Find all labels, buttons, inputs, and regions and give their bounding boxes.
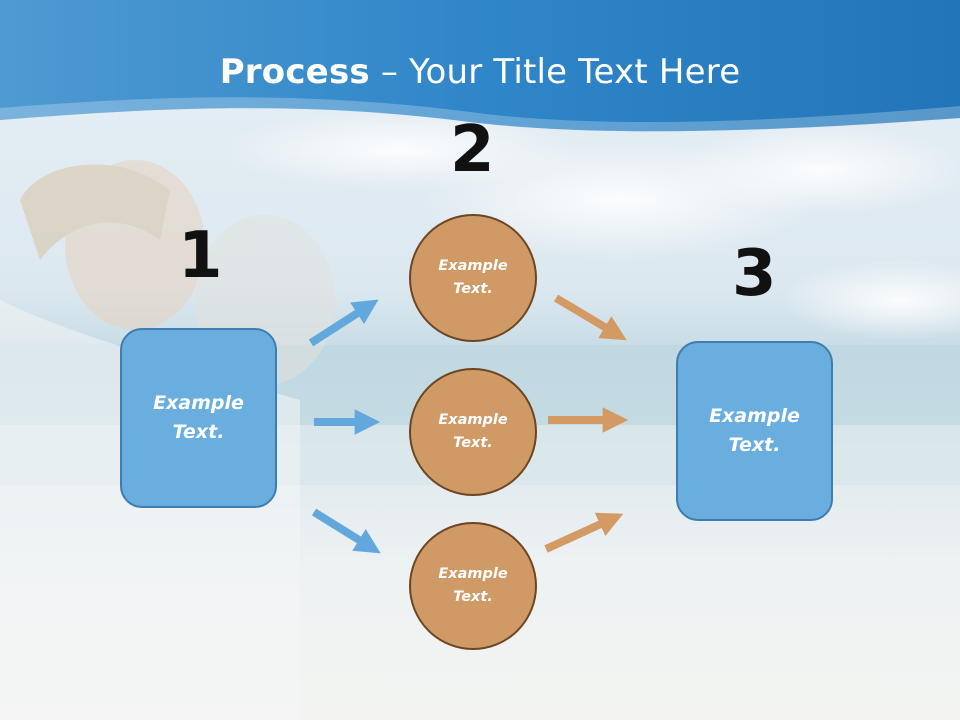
arrow-right-down-icon [311, 508, 381, 554]
arrow-right-down-icon [553, 294, 627, 341]
step-number-3: 3 [732, 237, 777, 311]
arrow-right-up-icon [544, 512, 624, 553]
circle-middle: Example Text. [409, 368, 537, 496]
title-rest: – Your Title Text Here [369, 52, 741, 92]
box-left-line2: Text. [172, 421, 225, 443]
step-number-2: 2 [450, 113, 495, 187]
circle-middle-line1: Example [438, 412, 508, 428]
arrow-right-up-icon [308, 299, 379, 347]
step-number-1: 1 [178, 219, 223, 293]
circle-top-line1: Example [438, 258, 508, 274]
box-right-line2: Text. [728, 434, 781, 456]
box-left-line1: Example [153, 392, 244, 414]
circle-top: Example Text. [409, 214, 537, 342]
circle-middle-line2: Text. [453, 435, 493, 451]
circle-bottom-line2: Text. [453, 589, 493, 605]
step-box-right: Example Text. [676, 341, 833, 521]
title-bold: Process [219, 52, 370, 92]
circle-top-line2: Text. [453, 281, 493, 297]
circle-bottom: Example Text. [409, 522, 537, 650]
step-box-left: Example Text. [120, 328, 277, 508]
page-title: Process – Your Title Text Here [0, 52, 960, 92]
box-right-line1: Example [709, 405, 800, 427]
circle-bottom-line1: Example [438, 566, 508, 582]
